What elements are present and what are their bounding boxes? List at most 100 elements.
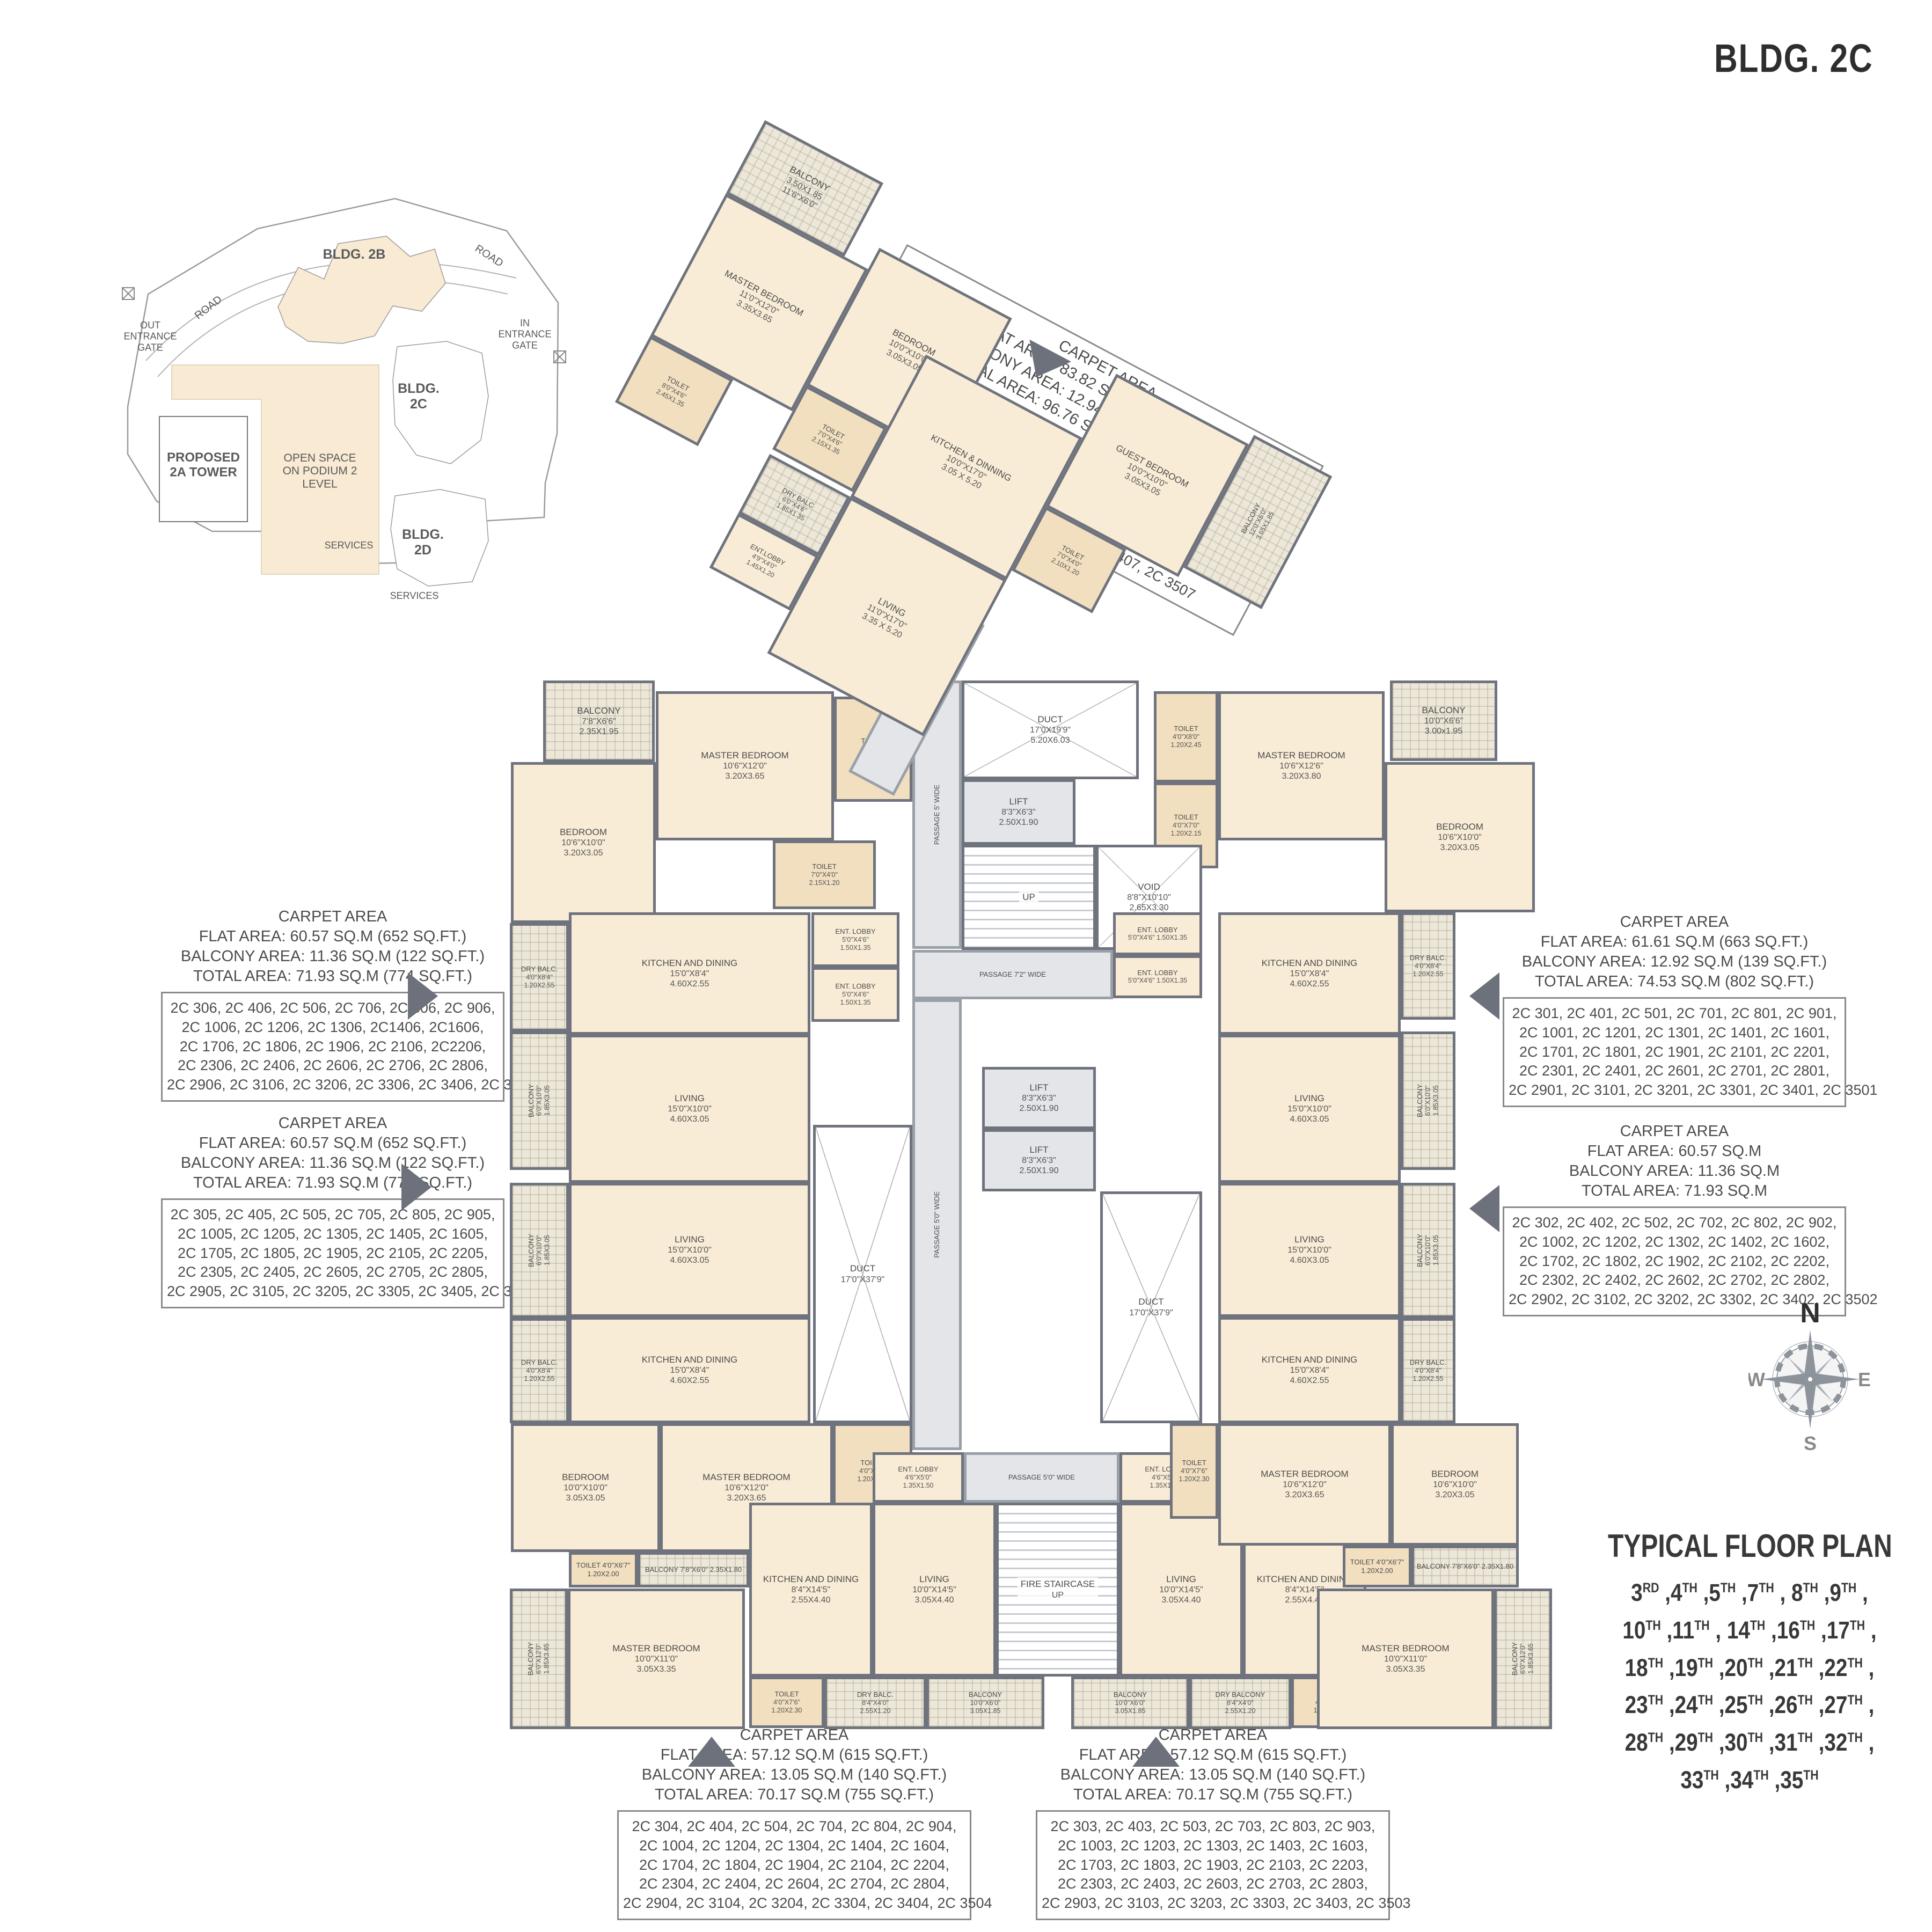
compass-star (1761, 1330, 1860, 1429)
area-line: FLAT AREA: 57.12 SQ.M (615 SQ.FT.) (660, 1746, 928, 1764)
flat-list-line: 2C 2304, 2C 2404, 2C 2604, 2C 2704, 2C 2… (639, 1876, 949, 1892)
flat-list-line: 2C 2301, 2C 2401, 2C 2601, 2C 2701, 2C 2… (1519, 1063, 1829, 1079)
area-line: BALCONY AREA: 11.36 SQ.M (1569, 1162, 1780, 1180)
room-r2-toilet-2: TOILET 4'0"X6'7" 1.20X2.00 (1343, 1546, 1411, 1587)
area-line: TOTAL AREA: 70.17 SQ.M (755 SQ.FT.) (1073, 1786, 1353, 1804)
plan-arrow-left-3 (1469, 1185, 1499, 1232)
area-line: BALCONY AREA: 13.05 SQ.M (140 SQ.FT.) (1060, 1766, 1366, 1784)
page-title: BLDG. 2C (1714, 36, 1873, 80)
floor-list-line: 28TH ,29TH ,30TH ,31TH ,32TH , (1624, 1729, 1875, 1756)
flat-list-line: 2C 1003, 2C 1203, 2C 1303, 2C 1403, 2C 1… (1058, 1838, 1368, 1854)
flat-list-line: 2C 1004, 2C 1204, 2C 1304, 2C 1404, 2C 1… (639, 1838, 949, 1854)
site-bldg-2c (392, 341, 489, 464)
carpet-area-block-unit-05: CARPET AREA FLAT AREA: 60.57 SQ.M (652 SQ… (161, 1114, 536, 1308)
room-l5-toilet-2: TOILET 4'0"X6'7" 1.20X2.00 (569, 1552, 638, 1587)
flat-list-line: 2C 2306, 2C 2406, 2C 2606, 2C 2706, 2C 2… (178, 1057, 488, 1074)
flat-list-line: 2C 1701, 2C 1801, 2C 1901, 2C 2101, 2C 2… (1519, 1043, 1829, 1060)
area-line: FLAT AREA: 60.57 SQ.M (1587, 1143, 1762, 1160)
flat-list-line: 2C 1704, 2C 1804, 2C 1904, 2C 2104, 2C 2… (639, 1856, 949, 1873)
area-line: FLAT AREA: 57.12 SQ.M (615 SQ.FT.) (1079, 1746, 1347, 1764)
compass-e: E (1858, 1368, 1871, 1391)
floor-list-line: 10TH ,11TH , 14TH ,16TH ,17TH , (1622, 1616, 1877, 1644)
flat-list-line: 2C 2303, 2C 2403, 2C 2603, 2C 2703, 2C 2… (1058, 1876, 1368, 1892)
area-line: CARPET AREA (278, 1115, 387, 1132)
flat-list-line: 2C 2901, 2C 3101, 2C 3201, 2C 3301, 2C 3… (1509, 1081, 1878, 1098)
site-bldg-2b (277, 236, 446, 344)
site-label-3: BLDG.2C (398, 381, 440, 412)
flat-list-line: 2C 2906, 2C 3106, 2C 3206, 2C 3306, 2C 3… (167, 1076, 536, 1093)
flat-list-line: 2C 301, 2C 401, 2C 501, 2C 701, 2C 801, … (1512, 1005, 1837, 1022)
typical-floor-plan-title: TYPICAL FLOOR PLAN (1608, 1528, 1892, 1564)
site-label-2: BLDG. 2B (323, 247, 386, 262)
typical-floor-plan-listing: TYPICAL FLOOR PLAN 3RD ,4TH ,5TH ,7TH , … (1572, 1527, 1927, 1799)
flat-list-line: 2C 304, 2C 404, 2C 504, 2C 704, 2C 804, … (632, 1818, 957, 1835)
flat-list-box: 2C 301, 2C 401, 2C 501, 2C 701, 2C 801, … (1503, 997, 1878, 1107)
floor-list-line: 18TH ,19TH ,20TH ,21TH ,22TH , (1624, 1653, 1875, 1681)
site-label-1: ROAD (473, 243, 505, 269)
room-l6-dry-balcony: DRY BALC.4'0"X8'4"1.20X2.55 (510, 923, 569, 1031)
flat-list-line: 2C 2902, 2C 3102, 2C 3202, 2C 3302, 2C 3… (1509, 1291, 1878, 1307)
room-r2-dry-balcony: DRY BALC.4'0"X8'4"1.20X2.55 (1401, 1318, 1455, 1423)
plan-arrow-right-0 (408, 972, 438, 1020)
flat-list-line: 2C 1006, 2C 1206, 2C 1306, 2C1406, 2C160… (181, 1019, 484, 1036)
area-line: CARPET AREA (1620, 913, 1729, 931)
site-gate-out-icon (122, 287, 135, 300)
area-line: BALCONY AREA: 12.92 SQ.M (139 SQ.FT.) (1521, 953, 1827, 971)
flat-list-line: 2C 1705, 2C 1805, 2C 1905, 2C 2105, 2C 2… (178, 1245, 488, 1261)
room-b4-dry-balcony: DRY BALC.8'4"X4'0"2.55X1.20 (824, 1677, 926, 1729)
site-tower-2a (159, 416, 248, 522)
plan-arrow-up-5 (1132, 1737, 1180, 1767)
room-core-passage-72: PASSAGE 7'2" WIDE (912, 950, 1113, 999)
room-r1-dry-balcony: DRY BALC.4'0"X8'4"1.20X2.55 (1401, 912, 1455, 1020)
site-bldg-2d (390, 489, 489, 587)
area-line: CARPET AREA (1620, 1123, 1729, 1140)
area-line: FLAT AREA: 60.57 SQ.M (652 SQ.FT.) (199, 928, 467, 946)
site-label-4: BLDG.2D (402, 527, 444, 558)
area-line: CARPET AREA (740, 1726, 849, 1744)
area-line: BALCONY AREA: 13.05 SQ.M (140 SQ.FT.) (641, 1766, 947, 1784)
flat-list-line: 2C 1706, 2C 1806, 2C 1906, 2C 2106, 2C22… (179, 1038, 486, 1055)
site-podium (171, 364, 379, 575)
plan-arrow-right-1 (401, 1163, 431, 1211)
area-line: FLAT AREA: 60.57 SQ.M (652 SQ.FT.) (199, 1135, 467, 1152)
area-line: TOTAL AREA: 71.93 SQ.M (774 SQ.FT.) (193, 968, 473, 985)
floor-list-line: 23TH ,24TH ,25TH ,26TH ,27TH , (1624, 1691, 1875, 1719)
flat-list-line: 2C 306, 2C 406, 2C 506, 2C 706, 2C 806, … (170, 1000, 495, 1016)
area-line: TOTAL AREA: 71.93 SQ.M (1582, 1182, 1767, 1200)
flat-list-box: 2C 304, 2C 404, 2C 504, 2C 704, 2C 804, … (617, 1810, 992, 1920)
flat-list-box: 2C 303, 2C 403, 2C 503, 2C 703, 2C 803, … (1036, 1810, 1411, 1920)
flat-list-line: 2C 303, 2C 403, 2C 503, 2C 703, 2C 803, … (1050, 1818, 1375, 1835)
carpet-area-block-unit-04: CARPET AREA FLAT AREA: 57.12 SQ.M (615 SQ… (617, 1725, 992, 1920)
flat-list-line: 2C 2904, 2C 3104, 2C 3204, 2C 3304, 2C 3… (623, 1894, 992, 1911)
site-label-9: SERVICES (325, 540, 374, 551)
